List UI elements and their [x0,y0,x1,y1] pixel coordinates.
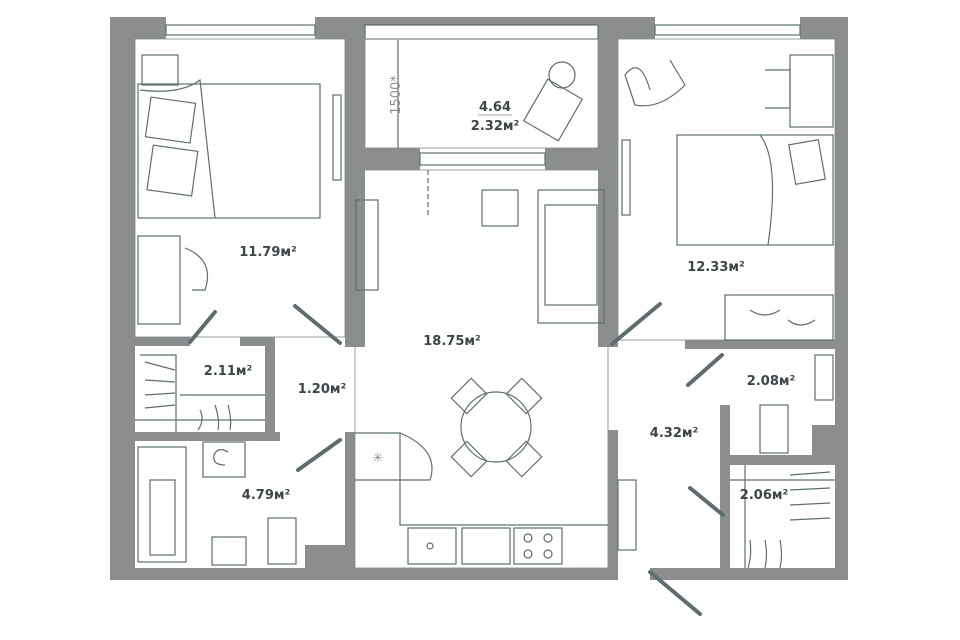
area-living-kitchen: 18.75м² [423,334,480,349]
area-bathroom: 4.79м² [242,488,290,503]
area-hall: 4.32м² [650,426,698,441]
furniture: ✳ [135,40,835,569]
doors [188,302,725,616]
room-labels: 11.79м² 4.64 2.32м² 1500* 12.33м² 18.75м… [204,75,795,503]
windows [165,24,801,166]
walls [110,17,848,580]
area-balcony: 2.32м² [471,119,519,134]
area-bedroom-right: 12.33м² [687,260,744,275]
area-toilet: 2.08м² [747,374,795,389]
area-bedroom-left: 11.79м² [239,245,296,260]
balcony-full-area: 4.64 [479,100,511,115]
snowflake-icon: ✳ [373,451,384,466]
area-wardrobe-left: 2.11м² [204,364,252,379]
area-wardrobe-right: 2.06м² [740,488,788,503]
area-corridor: 1.20м² [298,382,346,397]
balcony-dimension: 1500* [389,75,404,115]
